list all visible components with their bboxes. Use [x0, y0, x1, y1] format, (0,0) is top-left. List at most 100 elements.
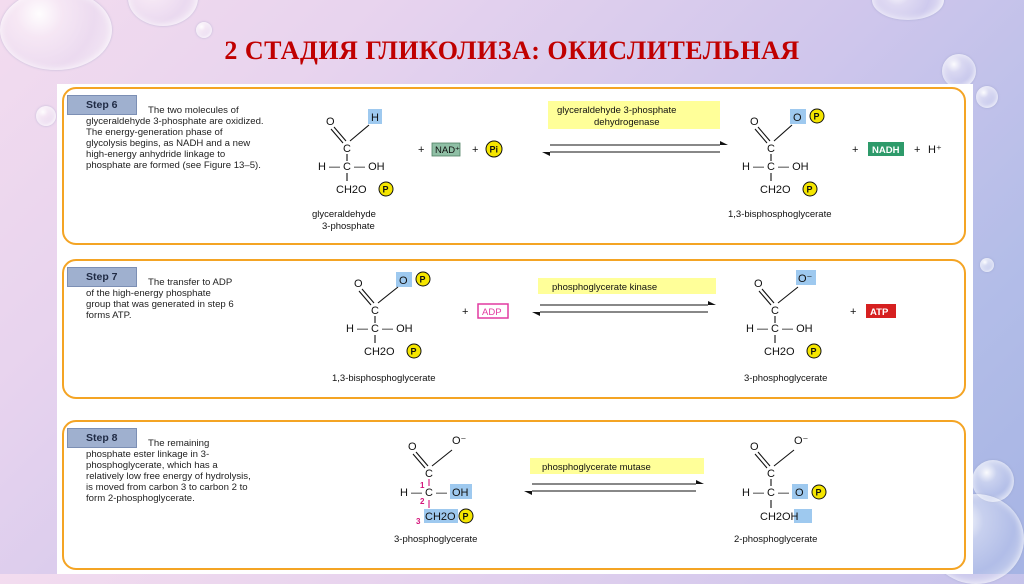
bubble-decoration	[942, 54, 976, 88]
enzyme-name-line1: glyceraldehyde 3-phosphate	[557, 105, 676, 116]
enzyme-box	[538, 278, 716, 294]
h-c-oh-row: H — C — OH	[742, 161, 809, 173]
highlight	[368, 109, 382, 124]
step-6-description: The two molecules of glyceraldehyde 3-ph…	[86, 105, 264, 171]
3-phosphoglycerate-structure: O O⁻ C H — C — OH CH2O P	[746, 270, 822, 359]
bubble-decoration	[36, 106, 56, 126]
phosphate-symbol: P	[383, 185, 389, 195]
step-6-reaction: O H C H — C — OH CH2O P glyceraldehyde 3…	[312, 101, 942, 232]
phosphate-icon	[415, 271, 431, 287]
atom-c: C	[767, 143, 775, 155]
phosphate-icon	[458, 508, 474, 524]
enzyme-name: phosphoglycerate mutase	[542, 462, 651, 473]
ch2o-group: CH2O	[760, 184, 791, 196]
step-6-box: Step 6 The two molecules of glyceraldehy…	[62, 87, 966, 245]
plus-sign: +	[850, 306, 856, 318]
pi-label: Pi	[490, 145, 499, 155]
phosphate-symbol: P	[411, 347, 417, 357]
2-phosphoglycerate-structure: O O⁻ C H — C — O P CH2OH	[742, 435, 827, 523]
atom-o: O	[750, 116, 759, 128]
highlight	[450, 484, 472, 499]
ch2o-group: CH2O	[336, 184, 367, 196]
nadh-box	[868, 142, 904, 156]
nad-label: NAD⁺	[435, 145, 460, 156]
step-7-reaction: O O P C H — C — OH CH2O P 1,3-bisphospho…	[332, 270, 896, 384]
step-8-tab: Step 8	[67, 428, 137, 448]
atom-c: C	[767, 468, 775, 480]
atom-o: O	[399, 275, 408, 287]
phosphate-symbol: P	[807, 185, 813, 195]
step-8-reaction: O O⁻ C 1 H — C — 2 OH 3 CH2O P 3-phospho…	[394, 435, 827, 545]
bubble-decoration	[128, 0, 198, 26]
inorganic-phosphate-icon	[485, 140, 503, 158]
1-3-bisphosphoglycerate-structure: O O P C H — C — OH CH2O P	[742, 108, 825, 197]
ch2o-group: CH2O	[364, 346, 395, 358]
bubble-decoration	[872, 0, 944, 20]
highlight	[796, 270, 816, 285]
phosphate-icon	[378, 181, 394, 197]
phosphate-icon	[811, 484, 827, 500]
atom-c: C	[343, 143, 351, 155]
step-7-tab: Step 7	[67, 267, 137, 287]
carbon-number: 3	[416, 517, 421, 526]
step-8-box: Step 8 The remaining phosphate ester lin…	[62, 420, 966, 570]
atp-box	[866, 304, 896, 318]
glyceraldehyde-3-phosphate-structure: O H C H — C — OH CH2O P	[318, 109, 394, 197]
carbon-number: 2	[420, 497, 425, 506]
substrate-name: 3-phosphoglycerate	[394, 534, 477, 545]
step-7-description: The transfer to ADP of the high-energy p…	[86, 277, 234, 321]
highlight	[794, 509, 812, 523]
atom-o: O	[793, 112, 802, 124]
enzyme-box	[530, 458, 704, 474]
highlight	[792, 484, 808, 499]
h-c-row: H — C —	[742, 487, 789, 499]
atom-c: C	[371, 305, 379, 317]
plus-sign: +	[852, 144, 858, 156]
product-name: 1,3-bisphosphoglycerate	[728, 209, 832, 220]
phosphate-symbol: P	[816, 488, 822, 498]
highlight	[424, 509, 458, 523]
proton-label: H⁺	[928, 144, 942, 156]
substrate-name: 1,3-bisphosphoglycerate	[332, 373, 436, 384]
bubble-decoration	[980, 258, 994, 272]
atp-label: ATP	[870, 307, 889, 318]
bubble-decoration	[976, 86, 998, 108]
ch2oh-group: CH2OH	[760, 511, 799, 523]
carboxylate-o: O⁻	[794, 435, 809, 447]
highlight	[396, 272, 412, 287]
substrate-name-line1: glyceraldehyde	[312, 209, 376, 220]
phosphate-icon	[802, 181, 818, 197]
h-c-row: H — C —	[400, 487, 447, 499]
phosphate-icon	[406, 343, 422, 359]
atom-o: O	[750, 441, 759, 453]
adp-box	[477, 303, 509, 319]
atom-o: O	[408, 441, 417, 453]
atom-o: O	[326, 116, 335, 128]
3-phosphoglycerate-structure: O O⁻ C 1 H — C — 2 OH 3 CH2O P	[400, 435, 474, 526]
atom-c: C	[425, 468, 433, 480]
page-title: 2 СТАДИЯ ГЛИКОЛИЗА: ОКИСЛИТЕЛЬНАЯ	[224, 36, 800, 65]
atom-o: O	[354, 278, 363, 290]
h-c-oh-row: H — C — OH	[746, 323, 813, 335]
nad-box	[431, 142, 461, 157]
bubble-decoration	[196, 22, 212, 38]
enzyme-name: phosphoglycerate kinase	[552, 282, 657, 293]
plus-sign: +	[462, 306, 468, 318]
product-name: 3-phosphoglycerate	[744, 373, 827, 384]
plus-sign: +	[418, 144, 424, 156]
1-3-bisphosphoglycerate-structure: O O P C H — C — OH CH2O P	[346, 271, 431, 359]
enzyme-name-line2: dehydrogenase	[594, 117, 660, 128]
nadh-label: NADH	[872, 145, 900, 156]
plus-sign: +	[914, 144, 920, 156]
phosphate-icon	[806, 343, 822, 359]
step-7-box: Step 7 The transfer to ADP of the high-e…	[62, 259, 966, 399]
glycolysis-figure: Step 6 The two molecules of glyceraldehy…	[57, 84, 973, 574]
step-8-description: The remaining phosphate ester linkage in…	[86, 438, 251, 504]
step-6-tab: Step 6	[67, 95, 137, 115]
carboxylate-o: O⁻	[798, 273, 813, 285]
substrate-name-line2: 3-phosphate	[322, 221, 375, 232]
product-name: 2-phosphoglycerate	[734, 534, 817, 545]
phosphate-symbol: P	[814, 112, 820, 122]
carbon-number: 1	[420, 481, 425, 490]
ch2o-group: CH2O	[764, 346, 795, 358]
